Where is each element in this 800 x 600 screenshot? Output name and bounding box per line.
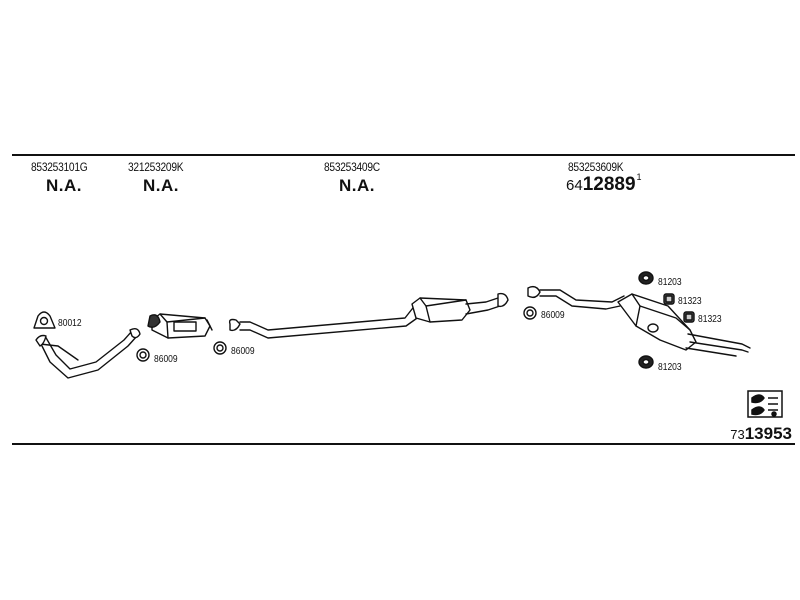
rubber-mount-81203-icon [638, 355, 654, 369]
rear-silencer-icon [527, 285, 751, 357]
fitting-label-80012: 80012 [58, 318, 82, 329]
price-rear-silencer: 64128891 [566, 172, 642, 196]
fitting-label-86009: 86009 [231, 346, 255, 357]
diagram-code-prefix: 73 [730, 427, 745, 442]
part-number-catalyst: 321253209K [128, 160, 184, 174]
ring-86009-icon [136, 348, 150, 362]
price-superscript: 1 [636, 172, 642, 182]
price-main: 12889 [582, 174, 636, 195]
catalytic-converter-icon [147, 313, 213, 339]
clamp-81323-icon [663, 293, 675, 305]
ring-86009-icon [523, 306, 537, 320]
fitting-label-81323: 81323 [698, 314, 722, 325]
fitting-label-81323: 81323 [678, 296, 702, 307]
fitting-label-81203: 81203 [658, 362, 682, 373]
fitting-label-86009: 86009 [154, 354, 178, 365]
rubber-mount-81203-icon [638, 271, 654, 285]
fitting-label-86009: 86009 [541, 310, 565, 321]
bottom-divider [12, 443, 795, 445]
price-front-pipe: N.A. [46, 176, 82, 195]
middle-pipe-icon [228, 292, 509, 339]
part-number-front-pipe: 853253101G [31, 160, 88, 174]
clamp-81323-icon [683, 311, 695, 323]
ring-86009-icon [213, 341, 227, 355]
gasket-80012-icon [33, 311, 56, 329]
hanger-symbol-icon [747, 390, 783, 418]
price-middle-silencer: N.A. [339, 176, 375, 195]
fitting-label-81203: 81203 [658, 277, 682, 288]
price-prefix: 64 [566, 177, 583, 194]
diagram-code-main: 13953 [744, 424, 792, 443]
front-pipe-icon [35, 327, 141, 379]
part-number-middle-silencer: 853253409C [324, 160, 380, 174]
part-number-rear-silencer: 853253609K [568, 160, 624, 174]
price-catalyst: N.A. [143, 176, 179, 195]
diagram-code: 7313953 [730, 424, 792, 444]
top-divider [12, 154, 795, 156]
